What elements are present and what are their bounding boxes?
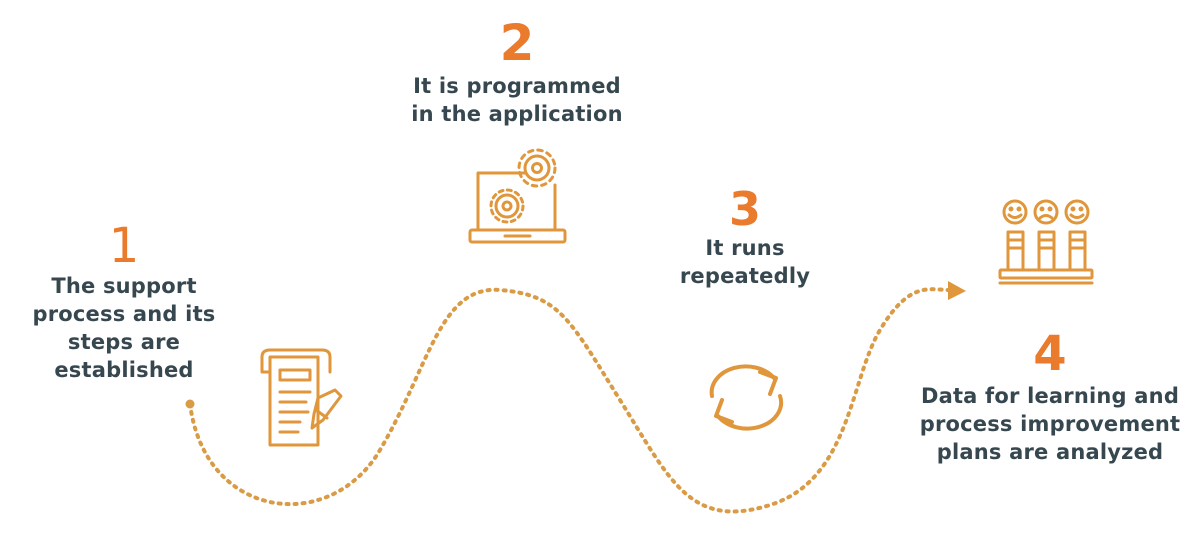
step-1-number: 1 bbox=[108, 218, 140, 274]
laptop-gears-icon bbox=[468, 148, 567, 244]
step-1: 1 The support process and its steps are … bbox=[8, 222, 240, 384]
step-3-label: It runs repeatedly bbox=[679, 236, 811, 288]
repeat-cycle-icon bbox=[709, 364, 784, 431]
step-2-label: It is programmed in the application bbox=[411, 74, 623, 126]
step-3: 3 It runs repeatedly bbox=[640, 186, 850, 290]
step-3-number: 3 bbox=[728, 182, 761, 236]
step-1-label: The support process and its steps are es… bbox=[32, 274, 216, 382]
step-4-number: 4 bbox=[1033, 326, 1067, 382]
feedback-faces-icon bbox=[998, 199, 1094, 285]
step-2: 2 It is programmed in the application bbox=[392, 18, 642, 128]
step-4: 4 Data for learning and process improvem… bbox=[900, 330, 1200, 466]
path-end-arrow-icon bbox=[948, 281, 966, 300]
document-pencil-icon bbox=[260, 348, 343, 447]
step-2-number: 2 bbox=[499, 14, 535, 72]
process-path bbox=[188, 287, 952, 514]
path-start-dot bbox=[185, 399, 195, 409]
step-4-label: Data for learning and process improvemen… bbox=[919, 384, 1181, 464]
